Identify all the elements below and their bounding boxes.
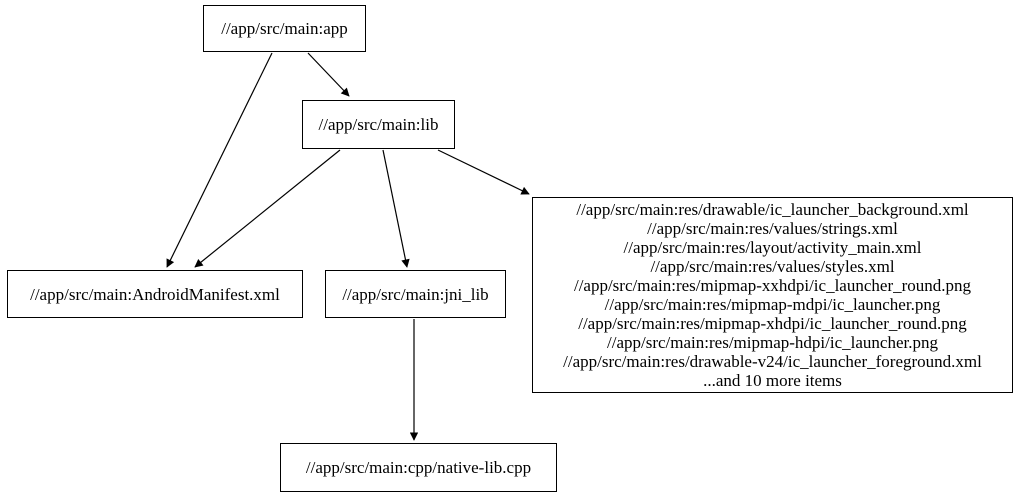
resource-line: //app/src/main:res/values/strings.xml [647, 219, 898, 238]
edge-app-to-manifest [166, 52, 273, 268]
node-lib-label: //app/src/main:lib [318, 115, 439, 134]
node-resources-group: //app/src/main:res/drawable/ic_launcher_… [532, 197, 1013, 393]
node-jni-lib: //app/src/main:jni_lib [325, 270, 506, 318]
resource-line: //app/src/main:res/drawable/ic_launcher_… [576, 200, 969, 219]
resource-line: //app/src/main:res/mipmap-xhdpi/ic_launc… [578, 314, 967, 333]
resource-line: //app/src/main:res/layout/activity_main.… [623, 238, 922, 257]
node-android-manifest: //app/src/main:AndroidManifest.xml [7, 270, 303, 318]
resource-line: ...and 10 more items [703, 371, 842, 390]
resource-line: //app/src/main:res/mipmap-hdpi/ic_launch… [607, 333, 938, 352]
resource-line: //app/src/main:res/mipmap-mdpi/ic_launch… [604, 295, 941, 314]
node-app-label: //app/src/main:app [221, 19, 348, 38]
node-native-lib-cpp-label: //app/src/main:cpp/native-lib.cpp [305, 458, 532, 477]
node-lib: //app/src/main:lib [302, 100, 455, 149]
edge-lib-to-manifest [194, 149, 341, 268]
edge-lib-to-jni-lib [382, 149, 410, 268]
resource-line: //app/src/main:res/drawable-v24/ic_launc… [563, 352, 982, 371]
edge-app-to-lib [307, 52, 350, 97]
node-native-lib-cpp: //app/src/main:cpp/native-lib.cpp [280, 443, 557, 492]
resource-line: //app/src/main:res/mipmap-xxhdpi/ic_laun… [573, 276, 972, 295]
node-android-manifest-label: //app/src/main:AndroidManifest.xml [30, 284, 280, 304]
node-jni-lib-label: //app/src/main:jni_lib [342, 284, 489, 304]
node-app: //app/src/main:app [203, 5, 366, 52]
edge-lib-to-resources [437, 149, 530, 195]
resource-line: //app/src/main:res/values/styles.xml [650, 257, 895, 276]
